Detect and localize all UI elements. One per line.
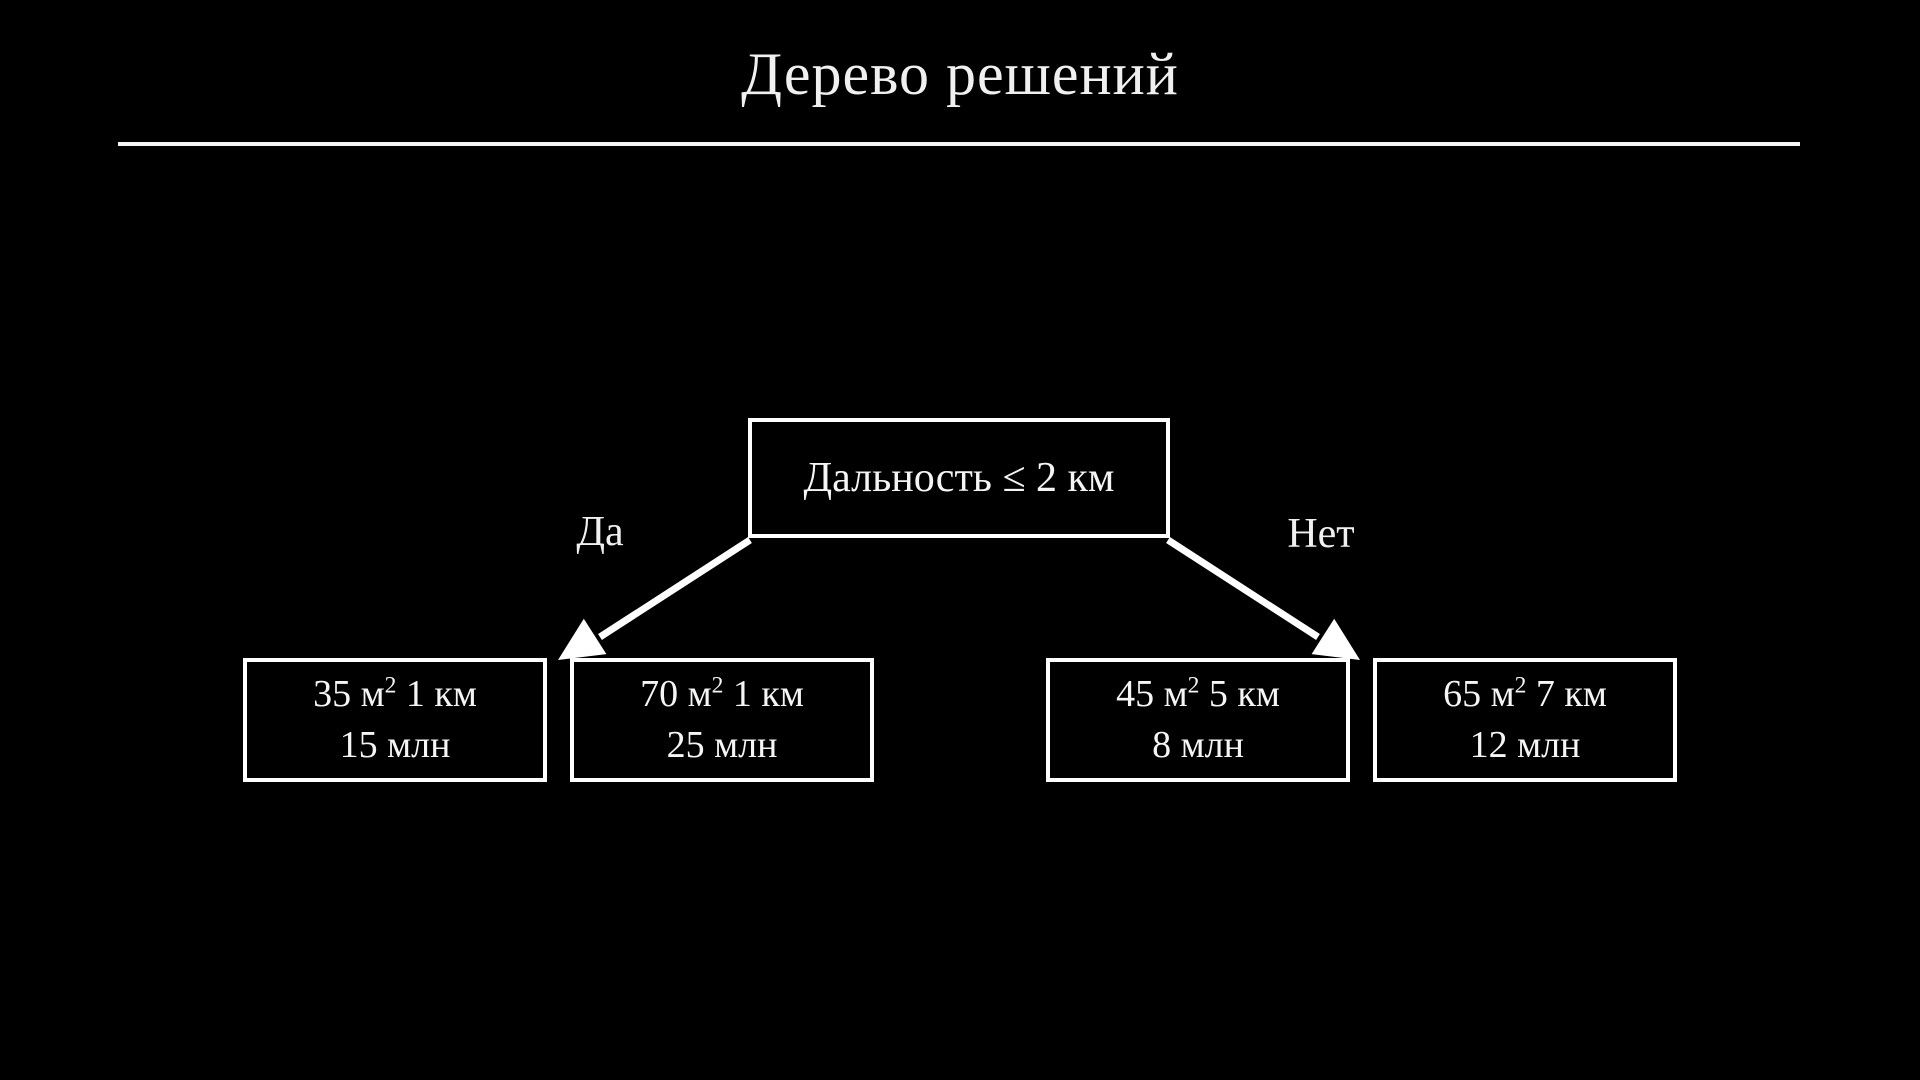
root-node-label: Дальность ≤ 2 км	[803, 455, 1115, 501]
superscript-2: 2	[711, 672, 724, 699]
superscript-2: 2	[1514, 672, 1527, 699]
leaf-node-2-price: 25 млн	[666, 724, 778, 766]
leaf-node-3: 45 м2 5 км 8 млн	[1046, 658, 1350, 782]
leaf-node-3-price: 8 млн	[1152, 724, 1244, 766]
leaf-node-4-line1: 65 м2 7 км	[1443, 672, 1607, 715]
leaf-node-1: 35 м2 1 км 15 млн	[243, 658, 547, 782]
edge-yes-arrow	[558, 537, 752, 660]
root-node: Дальность ≤ 2 км	[748, 418, 1170, 538]
edge-label-yes: Да	[576, 509, 624, 555]
edge-no-arrow	[1166, 537, 1360, 660]
leaf-node-1-line1: 35 м2 1 км	[313, 672, 477, 715]
leaf-node-4-price: 12 млн	[1469, 724, 1581, 766]
leaf-node-3-line1: 45 м2 5 км	[1116, 672, 1280, 715]
leaf-node-1-price: 15 млн	[339, 724, 451, 766]
superscript-2: 2	[384, 672, 397, 699]
title-underline-rule	[118, 142, 1800, 146]
superscript-2: 2	[1187, 672, 1200, 699]
leaf-node-2: 70 м2 1 км 25 млн	[570, 658, 874, 782]
figure-title: Дерево решений	[741, 41, 1179, 107]
edge-label-no: Нет	[1287, 511, 1355, 557]
leaf-node-2-line1: 70 м2 1 км	[640, 672, 804, 715]
leaf-node-4: 65 м2 7 км 12 млн	[1373, 658, 1677, 782]
